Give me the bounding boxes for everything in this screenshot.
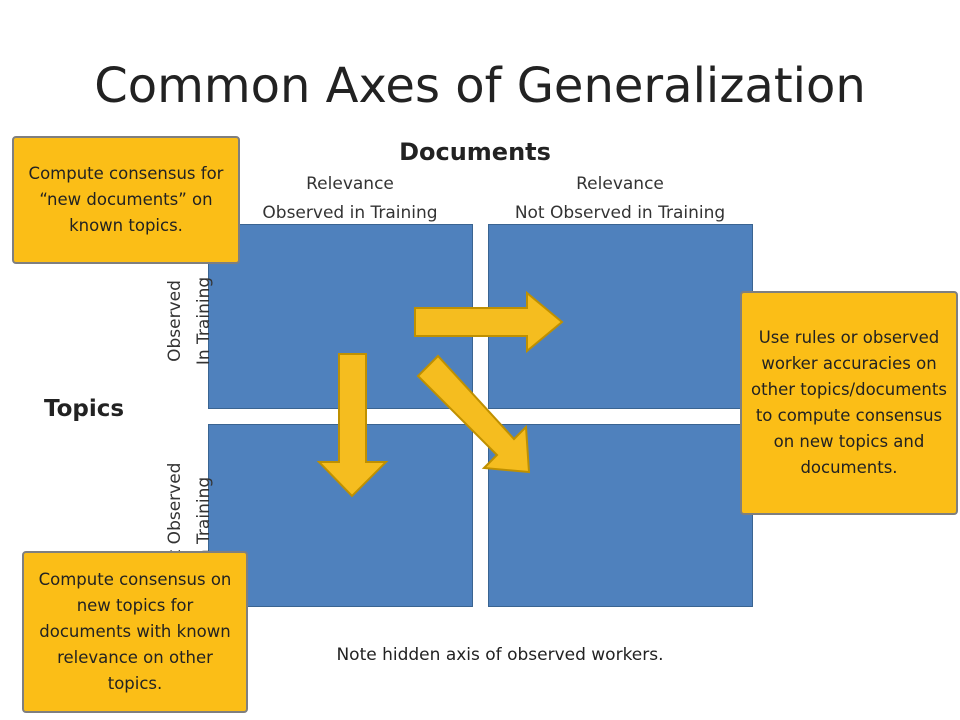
callout-new-topics-and-documents: Use rules or observed worker accuracies … [740, 291, 958, 515]
callout-text: Use rules or observed worker accuracies … [751, 328, 947, 477]
documents-axis-label: Documents [399, 138, 551, 166]
arrow-diagonal [416, 354, 531, 474]
column-header-line: Relevance [576, 174, 664, 194]
topics-axis-label: Topics [44, 396, 125, 422]
slide-title: Common Axes of Generalization [94, 58, 866, 114]
callout-new-topics: Compute consensus on new topics for docu… [22, 551, 248, 713]
column-header-not-observed: Relevance Not Observed in Training [480, 170, 760, 228]
callout-text: Compute consensus for “new documents” on… [28, 164, 224, 235]
column-header-line: Observed in Training [262, 203, 438, 223]
column-header-line: Not Observed in Training [514, 203, 726, 223]
callout-new-documents: Compute consensus for “new documents” on… [12, 136, 240, 264]
quadrant-not-observed-not-observed [488, 424, 753, 607]
callout-text: Compute consensus on new topics for docu… [38, 570, 232, 693]
arrow-right [414, 290, 564, 354]
arrow-down [316, 353, 389, 498]
column-header-observed: Relevance Observed in Training [220, 170, 480, 228]
hidden-axis-note: Note hidden axis of observed workers. [336, 645, 664, 665]
column-header-line: Relevance [306, 174, 394, 194]
